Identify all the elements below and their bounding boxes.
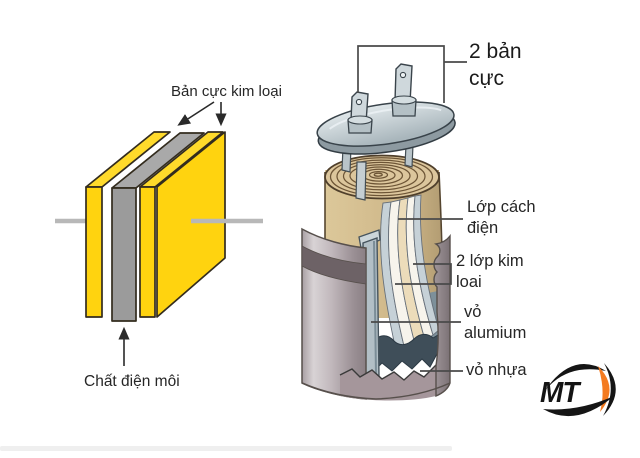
terminal-right [391,63,417,117]
bracket-terminals [357,45,445,103]
parallel-plate-figure [55,101,263,366]
case-crimp-band [301,245,367,285]
terminal-right-hole [399,71,407,79]
pointer-metal-layers [395,263,452,285]
plate-right-front [139,186,156,318]
logo-mark [543,363,616,417]
lid-disc [316,101,456,155]
torn-edge [339,364,437,381]
dielectric-front [111,187,137,322]
label-aluminum-case: vỏ alumium [464,303,527,343]
plate-left-front [85,186,103,318]
inner-case-shadow [373,240,377,375]
terminal-right-tab [394,63,413,104]
label-metal-plates: Bản cực kim loại [171,83,282,100]
case-bottom-outline [301,382,451,400]
terminal-left-hole [355,98,363,106]
case-bottom-band [340,365,436,401]
outer-case-right [433,233,451,398]
label-dielectric: Chất điện môi [84,373,180,390]
terminal-left [347,91,373,134]
watermark-band [0,446,452,451]
label-two-metal-layers: 2 lớp kim loai [456,252,524,292]
logo-swoosh-top [544,364,606,392]
label-plastic-case: vỏ nhựa [466,361,527,379]
internal-tab [355,161,367,201]
logo-swoosh-bottom [543,396,614,417]
arrow-to-left-plate [177,101,215,126]
label-two-terminals: 2 bản cực [469,40,522,90]
electrolyte-pool [373,333,439,373]
lid-highlight [329,106,442,130]
logo-crescent-black [603,363,616,416]
electrolytic-capacitor-figure [301,45,467,401]
plate-right-side [156,131,226,318]
logo-text: MT [540,376,579,409]
label-insulation-layer: Lớp cách điện [467,198,536,238]
